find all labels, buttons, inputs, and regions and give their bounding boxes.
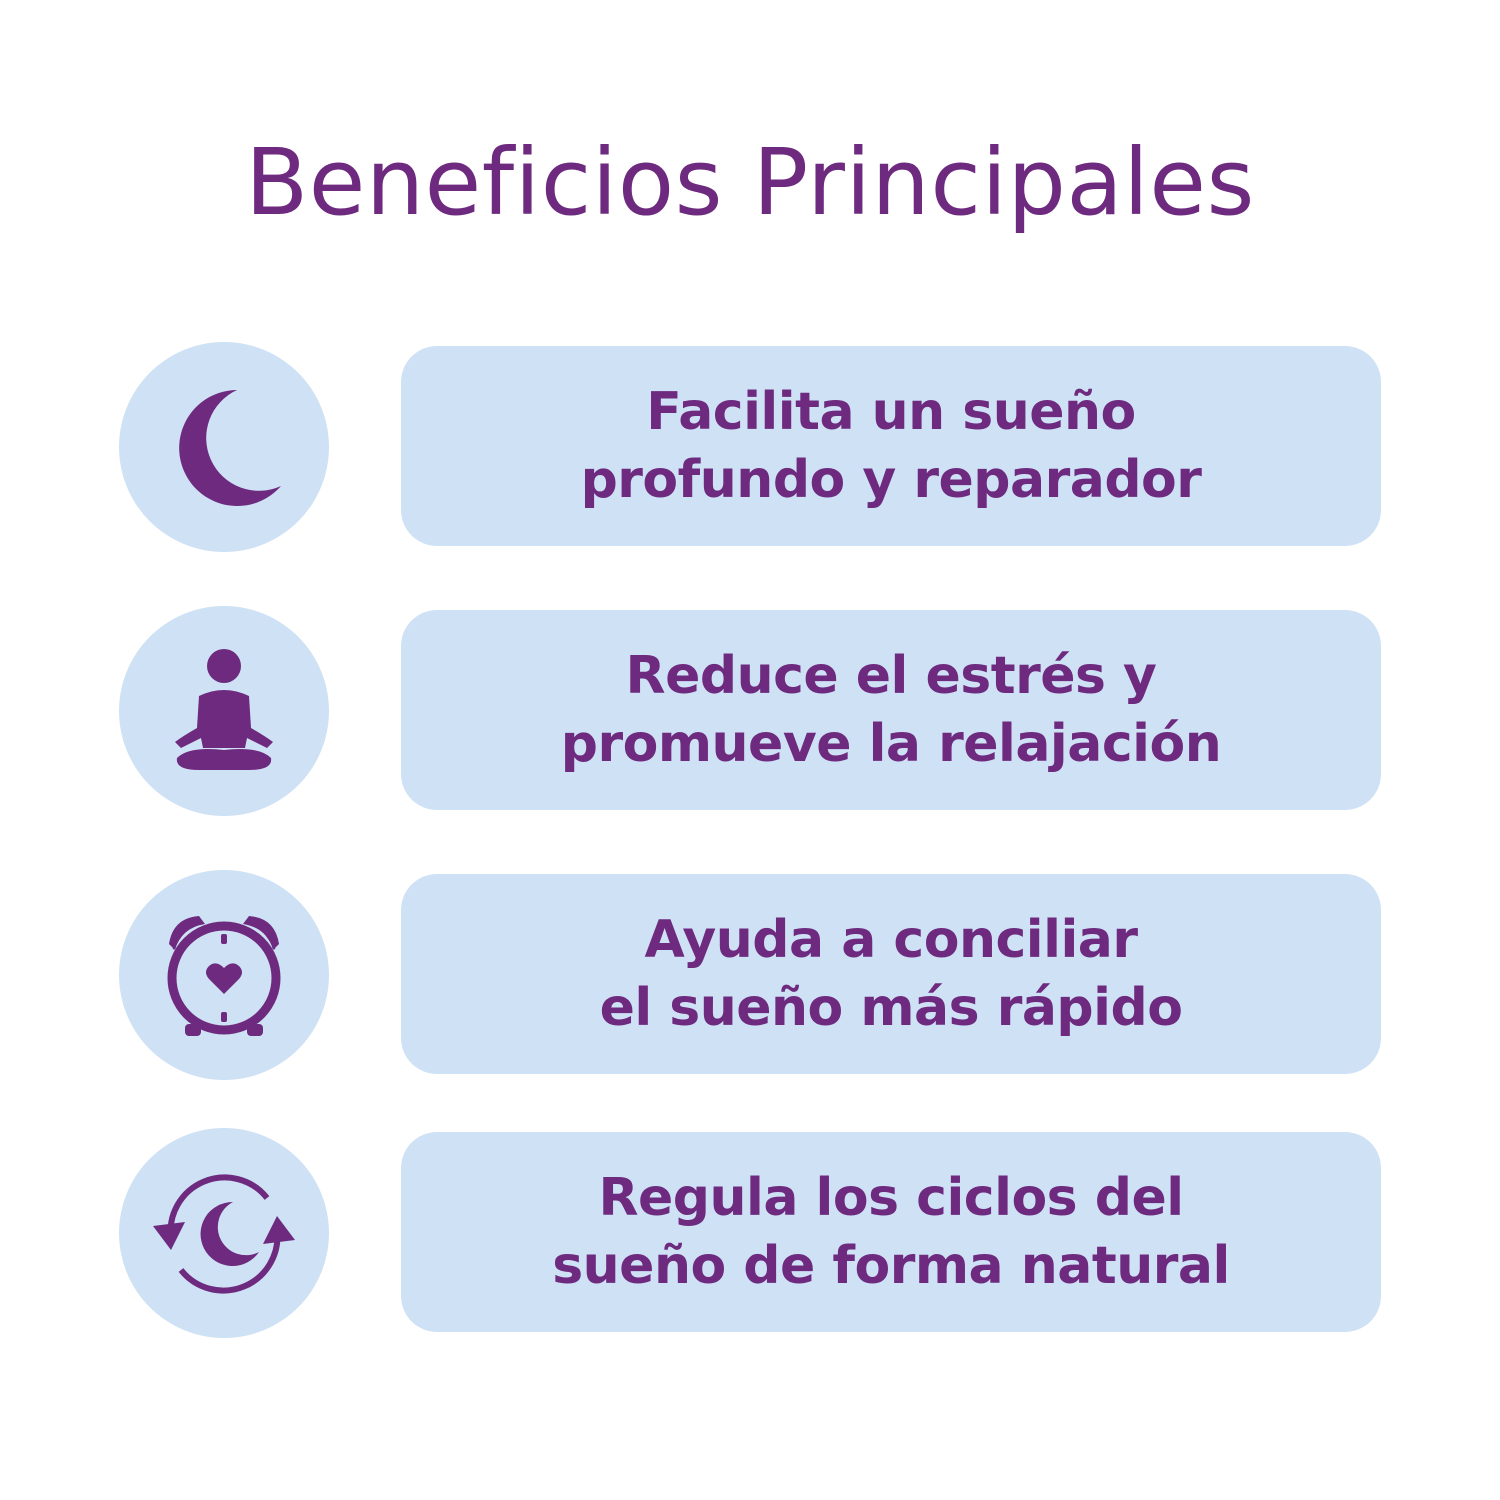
benefit-text-line-2: el sueño más rápido bbox=[599, 978, 1183, 1038]
benefit-row: Regula los ciclos del sueño de forma nat… bbox=[0, 1128, 1500, 1338]
moon-cycle-icon bbox=[153, 1174, 295, 1294]
benefit-card: Facilita un sueño profundo y reparador bbox=[401, 346, 1381, 546]
icon-badge bbox=[119, 606, 329, 816]
meditation-icon bbox=[175, 649, 273, 770]
benefit-text-line-2: sueño de forma natural bbox=[552, 1236, 1230, 1296]
benefit-text-line-1: Reduce el estrés y bbox=[625, 646, 1157, 706]
benefit-row: Facilita un sueño profundo y reparador bbox=[0, 342, 1500, 552]
benefit-text-line-1: Regula los ciclos del bbox=[598, 1168, 1184, 1228]
page-title: Beneficios Principales bbox=[245, 129, 1255, 236]
moon-icon bbox=[179, 390, 281, 506]
benefit-text-line-1: Facilita un sueño bbox=[646, 382, 1136, 442]
icon-badge bbox=[119, 1128, 329, 1338]
benefit-card: Ayuda a conciliar el sueño más rápido bbox=[401, 874, 1381, 1074]
benefit-text-line-2: promueve la relajación bbox=[560, 714, 1222, 774]
alarm-clock-heart-icon bbox=[167, 916, 281, 1036]
benefit-card: Regula los ciclos del sueño de forma nat… bbox=[401, 1132, 1381, 1332]
benefit-text-line-2: profundo y reparador bbox=[580, 450, 1202, 510]
icon-badge bbox=[119, 342, 329, 552]
icon-badge bbox=[119, 870, 329, 1080]
benefit-card: Reduce el estrés y promueve la relajació… bbox=[401, 610, 1381, 810]
benefit-text-line-1: Ayuda a conciliar bbox=[644, 910, 1138, 970]
benefit-row: Reduce el estrés y promueve la relajació… bbox=[0, 606, 1500, 816]
benefit-row: Ayuda a conciliar el sueño más rápido bbox=[0, 870, 1500, 1080]
